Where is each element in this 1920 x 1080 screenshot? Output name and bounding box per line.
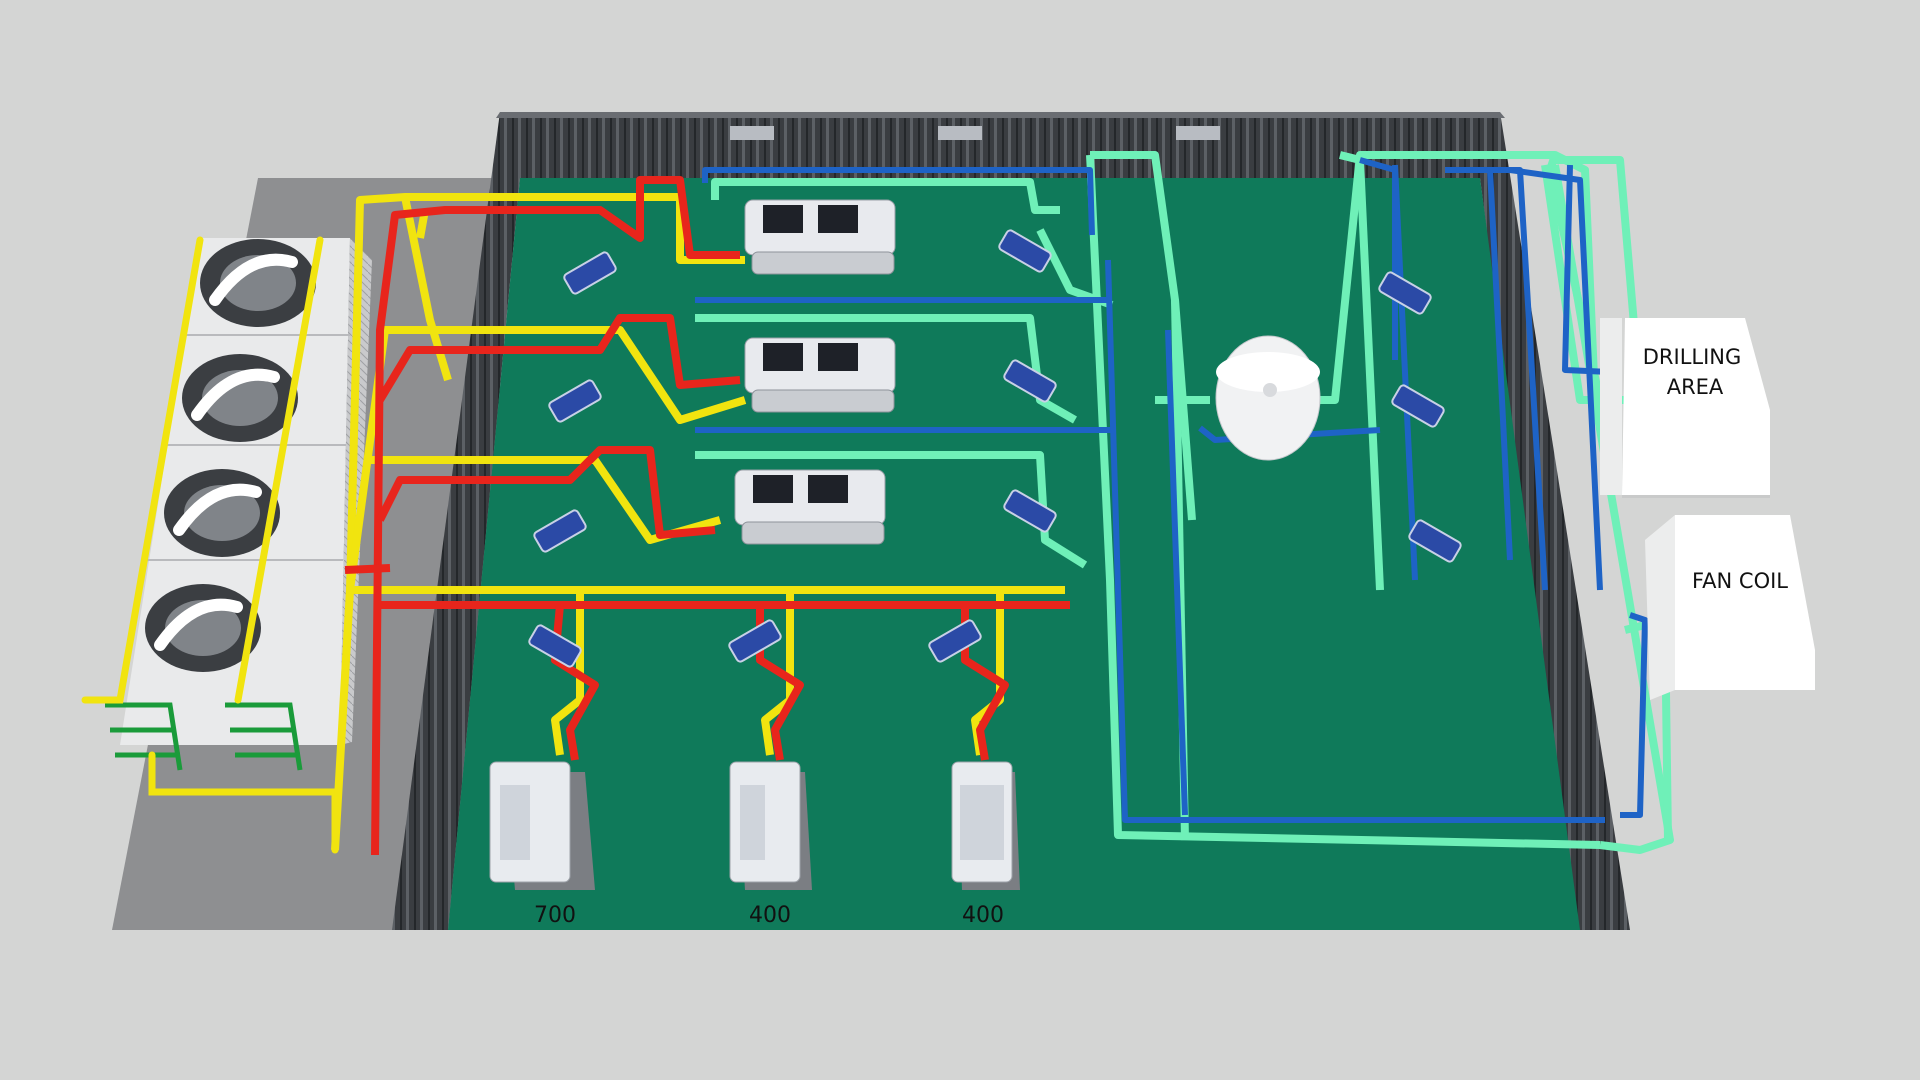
compressor-capacity-label: 700 — [534, 903, 576, 928]
chiller-unit — [744, 199, 896, 275]
fan-icon — [182, 354, 298, 442]
access-ladder — [105, 702, 303, 771]
air-compressor — [489, 761, 595, 890]
fan-icon — [145, 584, 261, 672]
buffer-tank — [1215, 335, 1321, 461]
chiller-unit — [744, 337, 896, 413]
compressor-capacity-label: 400 — [749, 903, 791, 928]
fan-icon — [200, 239, 316, 327]
condenser-return-pipes — [344, 176, 1070, 856]
fan-coil-label: FAN COIL — [1692, 569, 1788, 593]
fan-icon — [164, 469, 280, 557]
pump-icon — [528, 229, 1462, 668]
compressor-capacity-label: 400 — [962, 903, 1004, 928]
right-wall — [1480, 112, 1630, 930]
drilling-area-box — [1600, 318, 1770, 498]
air-compressor — [729, 761, 812, 890]
wall-top-edge — [496, 112, 1505, 118]
wall-vent — [1176, 126, 1220, 140]
left-wall — [392, 112, 520, 930]
wall-vent — [938, 126, 982, 140]
chiller-unit — [734, 469, 886, 545]
wall-vent — [730, 126, 774, 140]
chilled-water-return-pipes — [695, 157, 1648, 823]
air-compressor — [951, 761, 1020, 890]
fan-coil-box — [1645, 515, 1815, 700]
drilling-area-label: DRILLING — [1643, 345, 1742, 369]
drilling-area-label: AREA — [1667, 375, 1724, 399]
